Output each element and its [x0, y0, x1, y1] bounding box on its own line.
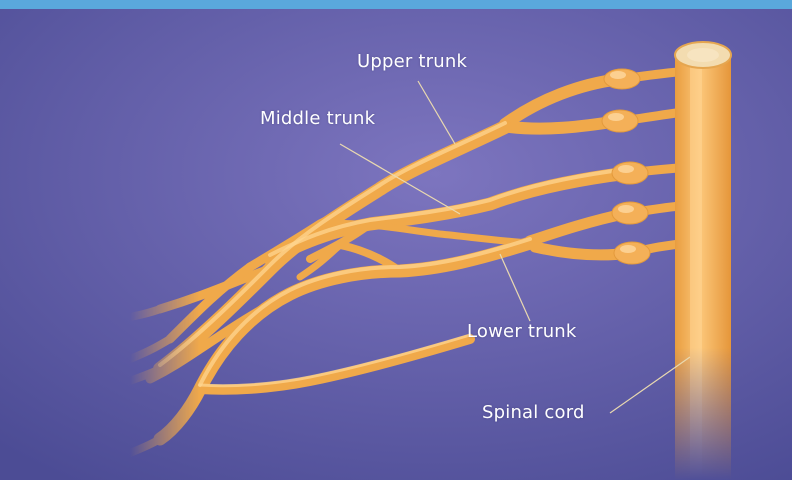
brachial-plexus-illustration	[0, 9, 792, 480]
top-accent-bar	[0, 0, 792, 9]
upper-trunk-label: Upper trunk	[357, 51, 467, 72]
illustration-canvas: Upper trunk Middle trunk Lower trunk Spi…	[0, 9, 792, 480]
middle-trunk-label: Middle trunk	[260, 108, 375, 129]
lower-trunk-label: Lower trunk	[467, 321, 577, 342]
spinal-cord	[675, 54, 731, 480]
spinal-cord-label: Spinal cord	[482, 402, 585, 423]
